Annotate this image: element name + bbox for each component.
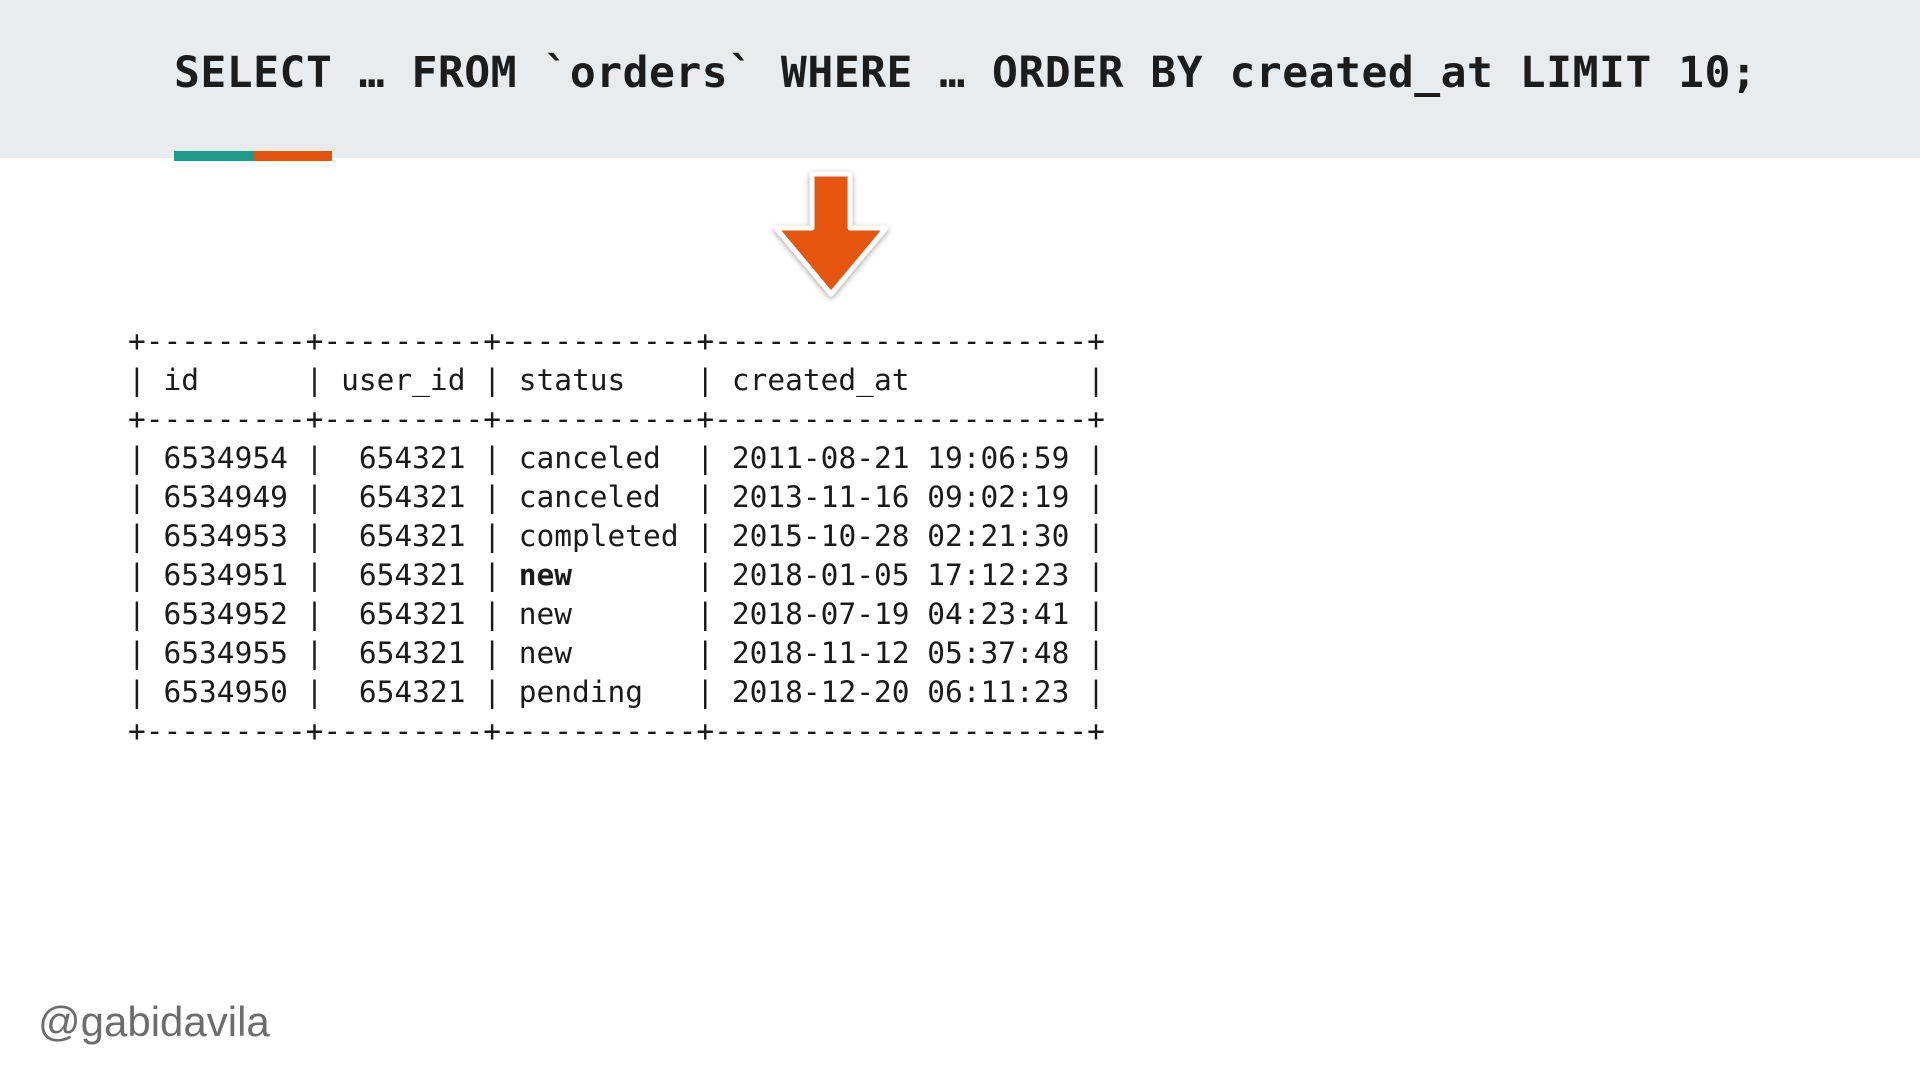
row-suffix: | 2011-08-21 19:06:59 | <box>678 441 1105 475</box>
row-status: canceled <box>518 480 679 514</box>
accent-bar-orange <box>254 151 332 161</box>
table-row: | 6534954 | 654321 | canceled | 2011-08-… <box>128 439 1105 478</box>
row-suffix: | 2018-11-12 05:37:48 | <box>678 636 1105 670</box>
row-status: canceled <box>518 441 679 475</box>
author-handle: @gabidavila <box>38 998 270 1045</box>
table-header-row: | id | user_id | status | created_at | <box>128 363 1105 397</box>
table-border-top: +---------+---------+-----------+-------… <box>128 324 1105 358</box>
query-title: SELECT … FROM `orders` WHERE … ORDER BY … <box>174 48 1758 98</box>
row-suffix: | 2015-10-28 02:21:30 | <box>678 519 1105 553</box>
row-status: new <box>518 636 679 670</box>
table-row: | 6534949 | 654321 | canceled | 2013-11-… <box>128 478 1105 517</box>
row-status: new <box>518 597 679 631</box>
table-row: | 6534950 | 654321 | pending | 2018-12-2… <box>128 673 1105 712</box>
row-suffix: | 2013-11-16 09:02:19 | <box>678 480 1105 514</box>
accent-bar-teal <box>174 151 254 161</box>
row-prefix: | 6534951 | 654321 | <box>128 558 519 592</box>
row-prefix: | 6534954 | 654321 | <box>128 441 519 475</box>
row-prefix: | 6534950 | 654321 | <box>128 675 519 709</box>
table-border-bottom: +---------+---------+-----------+-------… <box>128 714 1105 748</box>
table-row: | 6534952 | 654321 | new | 2018-07-19 04… <box>128 595 1105 634</box>
row-suffix: | 2018-01-05 17:12:23 | <box>678 558 1105 592</box>
result-table: +---------+---------+-----------+-------… <box>128 322 1105 751</box>
table-row: | 6534955 | 654321 | new | 2018-11-12 05… <box>128 634 1105 673</box>
row-status: new <box>518 558 679 592</box>
table-row: | 6534953 | 654321 | completed | 2015-10… <box>128 517 1105 556</box>
header-band <box>0 0 1920 158</box>
table-row: | 6534951 | 654321 | new | 2018-01-05 17… <box>128 556 1105 595</box>
down-arrow-icon <box>773 171 889 297</box>
row-suffix: | 2018-12-20 06:11:23 | <box>678 675 1105 709</box>
table-body: | 6534954 | 654321 | canceled | 2011-08-… <box>128 439 1105 712</box>
row-status: completed <box>518 519 679 553</box>
row-prefix: | 6534953 | 654321 | <box>128 519 519 553</box>
row-status: pending <box>518 675 679 709</box>
row-suffix: | 2018-07-19 04:23:41 | <box>678 597 1105 631</box>
row-prefix: | 6534949 | 654321 | <box>128 480 519 514</box>
row-prefix: | 6534952 | 654321 | <box>128 597 519 631</box>
row-prefix: | 6534955 | 654321 | <box>128 636 519 670</box>
table-border-mid: +---------+---------+-----------+-------… <box>128 402 1105 436</box>
